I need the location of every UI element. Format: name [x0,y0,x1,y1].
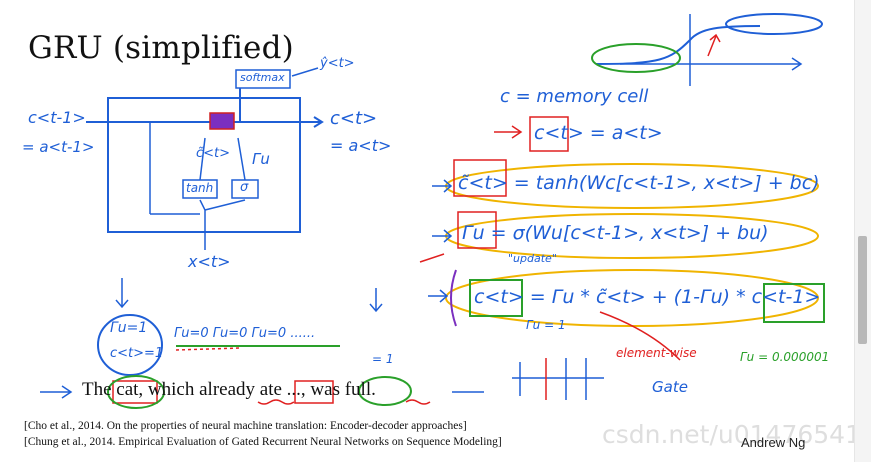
gru-cell-box [107,97,301,233]
a-prev-label: = a<t-1> [22,138,95,156]
eq-c-equals-a: c<t> = a<t> [534,122,663,144]
slide-title: GRU (simplified) [28,30,294,66]
c-t-label: c<t> [330,108,378,129]
zeros-note: Γu=0 Γu=0 Γu=0 ...... [174,326,316,341]
update-note: "update" [508,252,557,265]
gamma-u-label: Γu [252,150,270,168]
example-sentence: The cat, which already ate ..., was full… [82,379,376,400]
scrollbar-thumb[interactable] [858,236,867,344]
citation-chung: [Chung et al., 2014. Empirical Evaluatio… [24,436,502,448]
eq-gate: Γu = σ(Wu[c<t-1>, x<t>] + bu) [462,222,769,244]
eq-candidate: c̃<t> = tanh(Wc[c<t-1>, x<t>] + bc) [458,172,820,194]
sigmoid-low-oval [591,43,681,73]
softmax-label: softmax [240,71,285,84]
c-prev-label: c<t-1> [28,108,86,127]
element-wise-note: element-wise [616,346,697,360]
stack-gamma-note: Γu=1 [110,320,148,336]
c-out-box [469,279,523,317]
softmax-box [235,69,291,89]
a-t-label: = a<t> [330,136,392,155]
gate-note: Gate [652,378,688,396]
update-node [209,112,235,130]
cat-box [112,380,158,404]
c-tilde-box [453,159,507,197]
gamma-box [457,211,497,249]
watermark: csdn.net/u014765410 [602,420,871,449]
stack-oval [97,314,163,376]
c-prev-box [763,283,825,323]
citation-cho: [Cho et al., 2014. On the properties of … [24,420,467,432]
author-name: Andrew Ng [741,435,806,450]
c-tilde-label: c̃<t> [196,146,231,161]
eq-memory: c<t> = Γu * c̃<t> + (1-Γu) * c<t-1> [474,286,821,308]
c-t-box [529,116,569,152]
ate-box [294,380,334,404]
vertical-scrollbar[interactable] [854,0,871,462]
stack-c-note: c<t>=1 [110,346,164,361]
gamma-eq-1: Γu = 1 [526,318,566,332]
eq-one-note: = 1 [372,352,394,366]
memory-cell-note: c = memory cell [500,86,649,107]
sigma-label: σ [240,180,249,195]
sigmoid-high-oval [725,13,823,35]
tanh-label: tanh [186,181,214,195]
x-t-label: x<t> [188,252,231,271]
y-hat-label: ŷ<t> [320,56,355,71]
gamma-small-note: Γu = 0.000001 [740,350,830,364]
